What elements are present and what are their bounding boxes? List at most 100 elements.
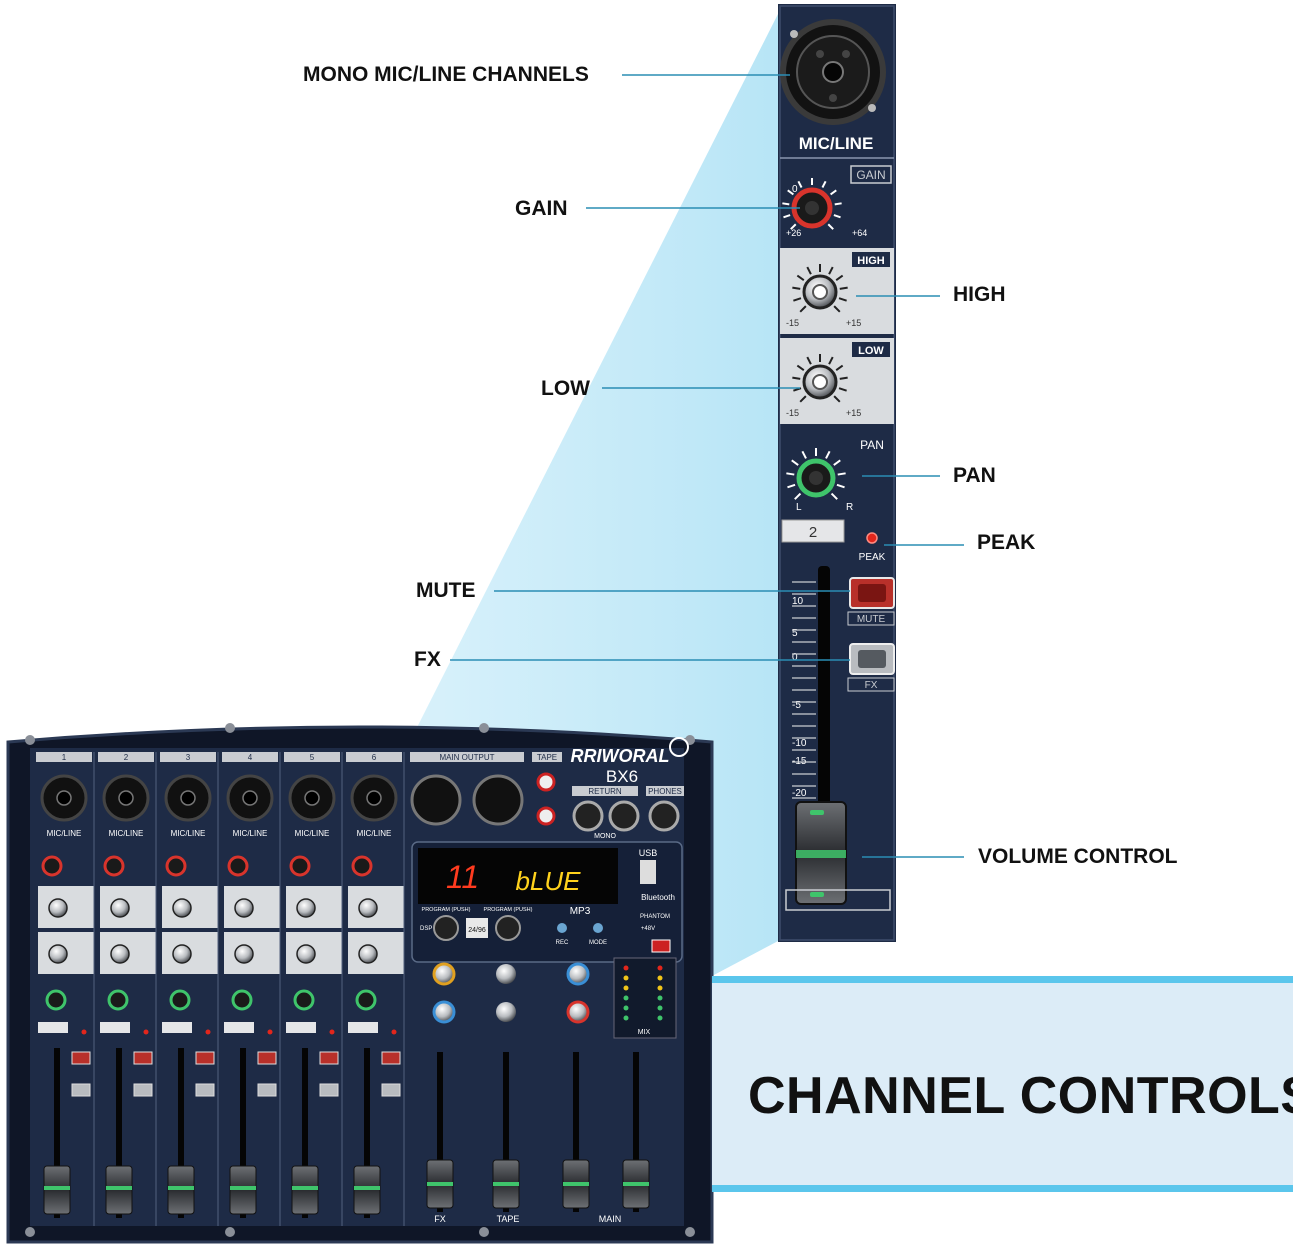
mixer-mute-button[interactable] <box>257 1051 277 1065</box>
callout-mute: MUTE <box>416 579 476 602</box>
fader-scale-label: 10 <box>792 596 804 607</box>
gain-min: 0 <box>792 184 798 195</box>
mixer-low-knob[interactable] <box>296 944 316 964</box>
mixer-high-knob[interactable] <box>110 898 130 918</box>
master-fader[interactable] <box>562 1052 590 1212</box>
bluetooth-label: Bluetooth <box>641 893 675 902</box>
mixer-jack-label: MIC/LINE <box>109 829 144 838</box>
mixer-fx-button[interactable] <box>381 1083 401 1097</box>
mixer-channel-number: 5 <box>310 753 315 762</box>
mixer-fx-button[interactable] <box>195 1083 215 1097</box>
mute-panel-label: MUTE <box>857 614 886 625</box>
mixer-jack-label: MIC/LINE <box>47 829 82 838</box>
callout-mono-mic-line: MONO MIC/LINE CHANNELS <box>303 63 589 86</box>
mixer-low-knob[interactable] <box>110 944 130 964</box>
mixer-jack-label: MIC/LINE <box>171 829 206 838</box>
low-max: +15 <box>846 408 861 418</box>
mixer-pan-knob[interactable] <box>293 989 315 1011</box>
mixer-channel-number: 6 <box>372 753 377 762</box>
mixer-low-knob[interactable] <box>234 944 254 964</box>
mixer-jack-label: MIC/LINE <box>295 829 330 838</box>
master-fader[interactable] <box>492 1052 520 1212</box>
mixer-gain-knob[interactable] <box>227 855 249 877</box>
mixer-pan-knob[interactable] <box>107 989 129 1011</box>
mono-label: MONO <box>594 833 616 840</box>
phantom-voltage: +48V <box>641 926 655 932</box>
bitrate-label: 24/96 <box>468 927 486 934</box>
master-fader[interactable] <box>622 1052 650 1212</box>
mixer-low-knob[interactable] <box>172 944 192 964</box>
brand-logo-icon <box>669 737 689 757</box>
mixer-high-knob[interactable] <box>234 898 254 918</box>
pan-right: R <box>846 502 853 513</box>
mixer-channel-number: 2 <box>124 753 129 762</box>
pan-left: L <box>796 502 802 513</box>
phones-label: PHONES <box>648 787 682 796</box>
low-panel-label: LOW <box>858 345 884 357</box>
mixer-jack-label: MIC/LINE <box>233 829 268 838</box>
master-fader[interactable] <box>426 1052 454 1212</box>
rec-label: REC <box>556 940 569 946</box>
display-text: bLUE <box>515 866 581 896</box>
fader-main-label: MAIN <box>599 1214 622 1224</box>
mixer-pan-knob[interactable] <box>231 989 253 1011</box>
phantom-label: PHANTOM <box>640 914 670 920</box>
mixer-fx-button[interactable] <box>319 1083 339 1097</box>
peak-led <box>866 532 878 544</box>
callout-peak: PEAK <box>977 531 1036 554</box>
low-min: -15 <box>786 408 799 418</box>
mixer-mute-button[interactable] <box>381 1051 401 1065</box>
mixer-high-knob[interactable] <box>296 898 316 918</box>
peak-panel-label: PEAK <box>859 552 886 563</box>
mixer-mute-button[interactable] <box>319 1051 339 1065</box>
mixer-peak-led <box>81 1029 87 1035</box>
fader-scale-label: -5 <box>792 700 801 711</box>
mixer-channel-number: 4 <box>248 753 253 762</box>
channel-number: 2 <box>809 524 817 541</box>
fader-scale-label: 0 <box>792 652 798 663</box>
mixer-gain-knob[interactable] <box>103 855 125 877</box>
banner-band <box>712 976 1293 1192</box>
return-label: RETURN <box>588 787 622 796</box>
mixer-high-knob[interactable] <box>358 898 378 918</box>
high-max: +15 <box>846 318 861 328</box>
callout-low: LOW <box>541 377 590 400</box>
mixer-jack-label: MIC/LINE <box>357 829 392 838</box>
mixer-pan-knob[interactable] <box>45 989 67 1011</box>
mixer-fx-button[interactable] <box>71 1083 91 1097</box>
fx-panel-label: FX <box>865 680 878 691</box>
mixer-pan-knob[interactable] <box>169 989 191 1011</box>
fader-scale-label: -20 <box>792 788 807 799</box>
mixer-gain-knob[interactable] <box>289 855 311 877</box>
fader-fx-label: FX <box>434 1214 446 1224</box>
mixer-fx-button[interactable] <box>257 1083 277 1097</box>
mixer-high-knob[interactable] <box>48 898 68 918</box>
mixer-peak-led <box>329 1029 335 1035</box>
mixer-fx-button[interactable] <box>133 1083 153 1097</box>
callout-gain: GAIN <box>515 197 568 220</box>
main-output-label: MAIN OUTPUT <box>439 753 494 762</box>
channel-strip: MIC/LINE GAIN 0 +26 +64 HIGH -15 +15 LOW… <box>778 4 896 942</box>
program-push-label-2: PROGRAM (PUSH) <box>484 907 533 913</box>
mixer-mute-button[interactable] <box>71 1051 91 1065</box>
mixer-low-knob[interactable] <box>358 944 378 964</box>
mixer-gain-knob[interactable] <box>351 855 373 877</box>
mixer-peak-led <box>205 1029 211 1035</box>
mixer-high-knob[interactable] <box>172 898 192 918</box>
mixer-peak-led <box>391 1029 397 1035</box>
mixer-low-knob[interactable] <box>48 944 68 964</box>
mixer-channels: 1MIC/LINE2MIC/LINE3MIC/LINE4MIC/LINE5MIC… <box>36 752 405 1226</box>
fader-scale-label: 5 <box>792 628 798 639</box>
mixer-peak-led <box>143 1029 149 1035</box>
mixer-pan-knob[interactable] <box>355 989 377 1011</box>
mixer-mute-button[interactable] <box>195 1051 215 1065</box>
mixer-gain-knob[interactable] <box>41 855 63 877</box>
mixer-gain-knob[interactable] <box>165 855 187 877</box>
level-meter <box>623 965 663 1021</box>
mixer-mute-button[interactable] <box>133 1051 153 1065</box>
master-faders <box>426 1052 650 1212</box>
